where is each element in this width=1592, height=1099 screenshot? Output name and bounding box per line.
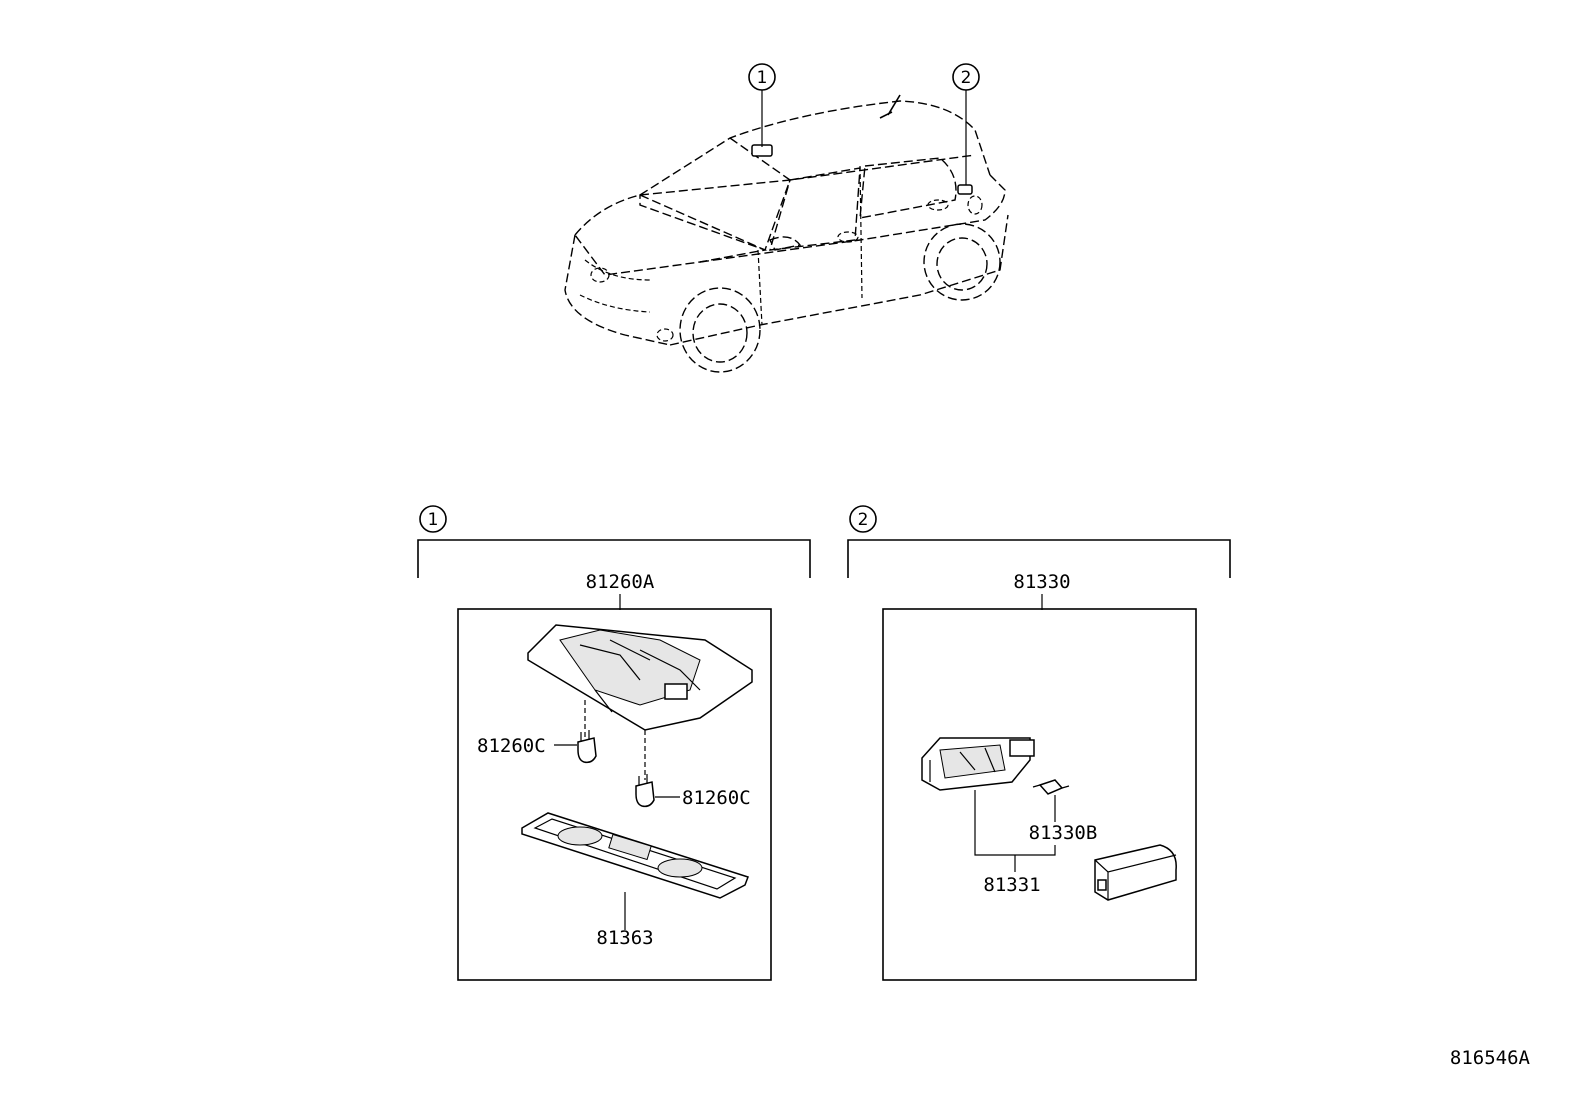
group-2-marker: [849, 505, 877, 533]
bulb-81330B: [1032, 779, 1070, 795]
part-label-81260C-2: 81260C: [682, 787, 751, 809]
svg-text:1: 1: [428, 510, 439, 530]
bulb-81260C-2: [635, 774, 655, 808]
bulb-81260C-1: [577, 730, 597, 764]
part-label-81260A: 81260A: [586, 571, 655, 593]
part-label-81363: 81363: [596, 927, 653, 949]
lens-cover-81330: [1094, 844, 1177, 901]
part-label-81330: 81330: [1013, 571, 1070, 593]
vehicle-callout-1: 1: [748, 63, 776, 147]
group-1: 1 81260A 81260C: [417, 505, 811, 981]
lens-cover-81363: [521, 812, 749, 899]
diagram-id: 816546A: [1450, 1047, 1531, 1069]
group-2: 2 81330 81330B 81331: [847, 505, 1231, 981]
group-1-marker: [419, 505, 447, 533]
lamp-housing-81331: [921, 737, 1035, 791]
group-1-box: [457, 608, 772, 981]
part-label-81260C-1: 81260C: [477, 735, 546, 757]
part-label-81331: 81331: [983, 874, 1040, 896]
lamp-housing-81260A: [527, 624, 753, 731]
part-label-81330B: 81330B: [1029, 822, 1098, 844]
vehicle-callout-2: 2: [952, 63, 980, 185]
vehicle-illustration: [564, 94, 1009, 373]
group-2-box: [882, 608, 1197, 981]
svg-text:1: 1: [757, 68, 768, 88]
svg-text:2: 2: [858, 510, 869, 530]
svg-text:2: 2: [961, 68, 972, 88]
